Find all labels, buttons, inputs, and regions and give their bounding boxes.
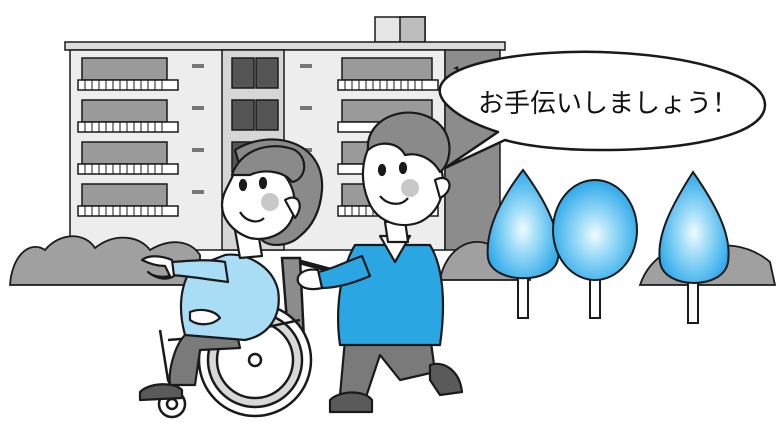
tree-center [552, 179, 638, 319]
left-windows [81, 57, 168, 207]
woman-cheek [261, 193, 279, 211]
tree-left [486, 168, 560, 319]
speech-bubble: お手伝いしましょう！ [438, 50, 767, 170]
roof-slab [64, 41, 506, 51]
trees [486, 168, 730, 324]
man-cheek [401, 179, 419, 197]
standing-man [296, 111, 464, 414]
tree-right [658, 170, 730, 324]
seated-woman [138, 138, 324, 402]
speech-bubble-text: お手伝いしましょう！ [478, 89, 738, 119]
